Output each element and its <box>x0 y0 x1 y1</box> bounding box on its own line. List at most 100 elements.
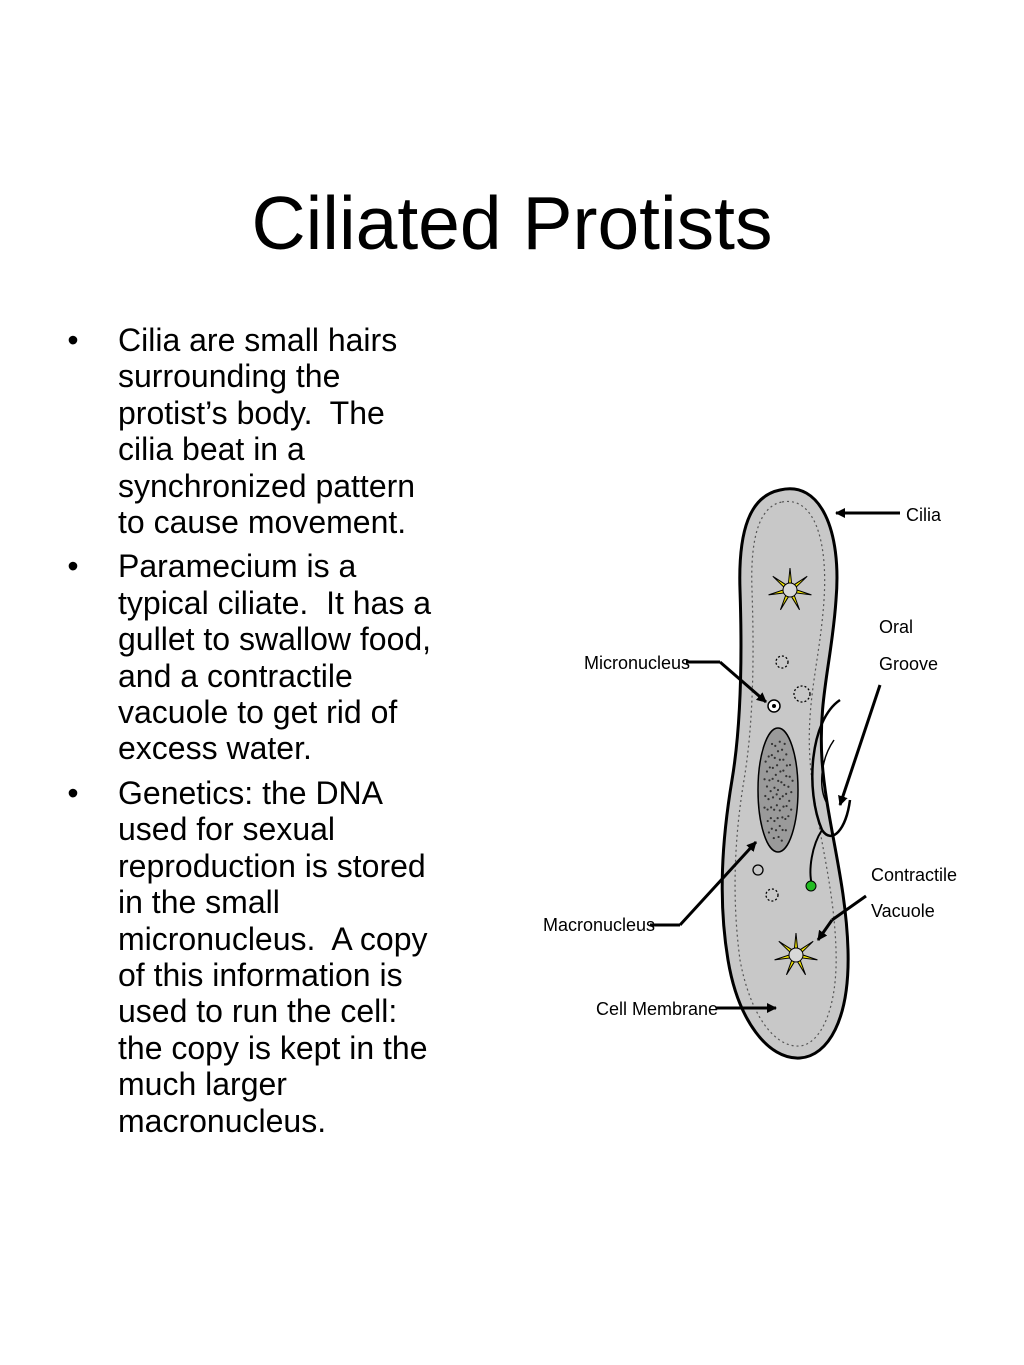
bullet-item: • Cilia are small hairs surrounding the … <box>58 322 498 540</box>
macronucleus-dot <box>780 748 784 751</box>
food-vacuole <box>765 888 779 902</box>
vacuole-core <box>782 582 798 598</box>
bullet-line: synchronized pattern <box>118 467 416 504</box>
contractile-vacuole-bottom <box>774 932 818 976</box>
arrow-macronucleus-diag <box>678 840 758 927</box>
arrow-contractile-diag <box>816 919 834 941</box>
macronucleus-dot <box>785 764 788 767</box>
macronucleus-dot <box>774 744 777 747</box>
label-oral: Oral <box>879 617 913 637</box>
bullet-line: macronucleus. <box>118 1102 327 1139</box>
macronucleus-dot <box>767 755 770 758</box>
macronucleus-dot <box>770 827 773 830</box>
macronucleus-dot <box>772 836 775 840</box>
bullet-line: the copy is kept in the <box>118 1029 428 1066</box>
macronucleus-dot <box>775 804 778 807</box>
macronucleus-dot <box>785 774 788 778</box>
macronucleus-dot <box>783 783 786 787</box>
macronucleus-dot <box>780 781 783 784</box>
bullet-line: Cilia are small hairs <box>118 322 398 358</box>
bullet-line: typical ciliate. It has a <box>118 584 432 621</box>
label-micronucleus: Micronucleus <box>584 653 690 673</box>
macronucleus-dot <box>773 756 776 760</box>
macronucleus-dot <box>778 797 781 800</box>
macronucleus-dot <box>777 779 780 783</box>
macronucleus-dot <box>787 815 790 818</box>
macronucleus-dot <box>776 817 779 820</box>
macronucleus-dot <box>770 754 773 757</box>
bullet-line: protist’s body. The <box>118 394 385 431</box>
macronucleus-dot <box>782 805 785 808</box>
macronucleus-dot <box>763 778 766 781</box>
macronucleus-dot <box>768 766 771 769</box>
macronucleus-dot <box>771 777 774 780</box>
label-groove: Groove <box>879 654 938 674</box>
oral-groove-inner <box>821 739 835 806</box>
macronucleus-dot <box>764 794 767 798</box>
bullet-line: Genetics: the DNA <box>118 774 383 811</box>
macronucleus-dot <box>771 766 774 769</box>
macronucleus-dot <box>765 785 769 788</box>
macronucleus-dot <box>776 750 780 753</box>
macronucleus-dot <box>766 819 769 823</box>
bullet-line: much larger <box>118 1066 287 1103</box>
bullet-line: of this information is <box>118 956 403 993</box>
macronucleus-dot <box>783 742 786 745</box>
arrow-oral-groove <box>838 684 882 806</box>
bullet-marker: • <box>67 322 79 358</box>
macronucleus-dot <box>766 808 769 811</box>
arrow-contractile <box>831 894 867 922</box>
macronucleus-dot <box>771 796 775 799</box>
bullet-line: Paramecium is a <box>118 548 357 585</box>
macronucleus-dot <box>790 790 793 794</box>
bullet-line: in the small <box>118 884 280 921</box>
macronucleus-dot <box>770 742 774 746</box>
macronucleus-dot <box>781 795 784 798</box>
food-vacuole <box>752 864 764 876</box>
bullet-line: vacuole to get rid of <box>118 694 398 731</box>
macronucleus-dot <box>774 829 778 832</box>
macronucleus-dot <box>778 758 781 761</box>
macronucleus-dot <box>779 770 782 773</box>
macronucleus-dot <box>781 816 784 819</box>
macronucleus-dot <box>784 829 787 832</box>
vacuole-core <box>788 947 804 963</box>
label-cell-membrane: Cell Membrane <box>596 999 718 1019</box>
bullet-marker: • <box>67 774 79 811</box>
bullet-line: and a contractile <box>118 657 353 694</box>
macronucleus-dot <box>780 839 783 842</box>
macronucleus-dot <box>768 779 771 782</box>
bullet-item: • Paramecium is a typical ciliate. It ha… <box>58 548 498 766</box>
macronucleus-dot <box>770 806 773 809</box>
bullet-line: gullet to swallow food, <box>118 621 432 658</box>
macronucleus-dot <box>775 764 779 767</box>
macronucleus-dot <box>767 831 771 834</box>
green-vacuole <box>805 880 817 892</box>
macronucleus-dot <box>787 785 790 788</box>
bullet-line: used to run the cell: <box>118 993 398 1030</box>
macronucleus-dot <box>785 753 788 756</box>
slide-title: Ciliated Protists <box>251 181 773 266</box>
label-vacuole: Vacuole <box>871 901 935 921</box>
macronucleus-dot <box>776 788 780 792</box>
macronucleus-dot <box>782 769 785 772</box>
macronucleus-dot <box>769 817 772 820</box>
food-vacuole <box>775 655 789 669</box>
macronucleus-dot <box>788 775 791 778</box>
paramecium-diagram: Cilia Oral Groove Micronucleus Contracti… <box>543 487 957 1060</box>
macronucleus-dot <box>764 760 767 763</box>
macronucleus-dot <box>767 798 770 801</box>
macronucleus-dot <box>781 828 784 832</box>
arrow-micronucleus-diag <box>719 660 767 704</box>
food-vacuole <box>793 685 811 703</box>
bullet-line: micronucleus. A copy <box>118 920 428 957</box>
macronucleus-dot <box>769 790 772 793</box>
macronucleus-dot <box>788 799 791 802</box>
macronucleus-dot <box>763 806 766 809</box>
macronucleus-dot <box>788 763 792 767</box>
macronucleus-dot <box>778 809 781 812</box>
macronucleus-dot <box>791 779 794 782</box>
macronucleus-dot <box>773 808 776 811</box>
macronucleus-dot <box>784 817 787 821</box>
bullet-marker: • <box>67 548 79 585</box>
